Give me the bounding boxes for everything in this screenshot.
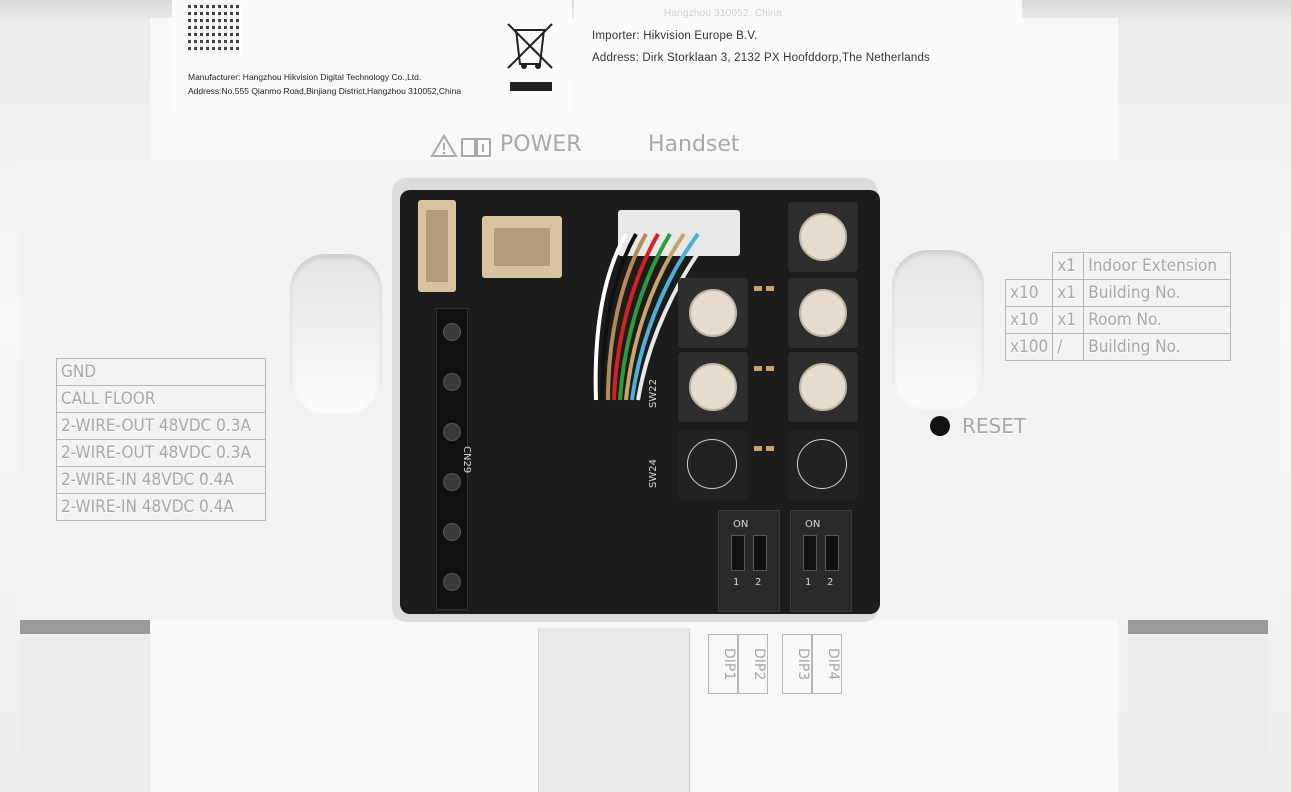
power-connector (418, 200, 456, 292)
address-row: x10 x1 Room No. (1004, 306, 1232, 334)
rotary-switch[interactable] (678, 430, 748, 500)
housing-bottom-right (1128, 630, 1268, 792)
reset-button[interactable] (930, 416, 950, 436)
sw24-silk: SW24 (648, 459, 659, 488)
terminal-label: 2-WIRE-IN 48VDC 0.4A (56, 466, 266, 494)
wire-bundle (593, 232, 714, 401)
dip-label: DIP3 (782, 634, 812, 694)
address-row: x10 x1 Building No. (1004, 279, 1232, 307)
terminal-label: 2-WIRE-OUT 48VDC 0.3A (56, 439, 266, 467)
rotary-switch[interactable] (788, 202, 858, 272)
handset-connector (482, 216, 562, 278)
address-name: Room No. (1083, 306, 1232, 334)
manufacturer-address-text: Address:No.555 Qianmo Road,Binjiang Dist… (188, 86, 462, 96)
address-mult2: x1 (1052, 252, 1085, 280)
manufacturer-text: Manufacturer: Hangzhou Hikvision Digital… (188, 72, 422, 82)
smd-component (754, 286, 762, 291)
address-mult1: x10 (1004, 306, 1054, 334)
terminal-label: GND (56, 358, 266, 386)
manual-book-icon (460, 136, 492, 158)
dip-label: DIP1 (708, 634, 738, 694)
rotary-switch[interactable] (678, 352, 748, 422)
dip-on-silk: ON (805, 519, 821, 530)
smd-component (754, 446, 762, 451)
weee-bar (510, 82, 552, 91)
cn29-terminal-block (436, 308, 468, 610)
rotary-switch[interactable] (788, 352, 858, 422)
sw22-silk: SW22 (648, 379, 659, 408)
dip-num-silk: 2 (827, 577, 834, 588)
rotary-switch[interactable] (788, 278, 858, 348)
terminal-label: 2-WIRE-OUT 48VDC 0.3A (56, 412, 266, 440)
smd-component (754, 366, 762, 371)
address-mult2: / (1052, 333, 1085, 361)
reset-label: RESET (962, 414, 1027, 438)
dip-num-silk: 2 (755, 577, 762, 588)
address-table: x1 Indoor Extension x10 x1 Building No. … (1004, 252, 1232, 361)
smd-component (766, 366, 774, 371)
manufacturer-sticker: Manufacturer: Hangzhou Hikvision Digital… (172, 0, 572, 118)
dip-toggle[interactable] (753, 535, 767, 571)
weee-bin-icon (502, 22, 558, 72)
dip-toggle[interactable] (731, 535, 745, 571)
mount-slot-left (290, 254, 382, 414)
address-name: Building No. (1083, 333, 1232, 361)
pcb-board: CN29 SW22 SW24 ON 1 2 ON 1 2 (400, 190, 880, 614)
dip-switch-left[interactable]: ON 1 2 (718, 510, 780, 612)
terminal-label: 2-WIRE-IN 48VDC 0.4A (56, 493, 266, 521)
smd-component (766, 446, 774, 451)
handset-label: Handset (648, 132, 740, 157)
address-name: Building No. (1083, 279, 1232, 307)
address-mult1: x100 (1004, 333, 1054, 361)
dip-toggle[interactable] (803, 535, 817, 571)
dip-label: DIP4 (812, 634, 842, 694)
importer-text: Importer: Hikvision Europe B.V. (592, 30, 758, 42)
power-label: POWER (500, 132, 582, 157)
smd-component (766, 286, 774, 291)
address-name: Indoor Extension (1083, 252, 1232, 280)
dip-toggle[interactable] (825, 535, 839, 571)
sticker-cut-text: Hangzhou 310052, China (664, 8, 782, 19)
address-row: x100 / Building No. (1004, 333, 1232, 361)
address-mult2: x1 (1052, 306, 1085, 334)
gap-left (20, 620, 150, 634)
gap-right (1128, 620, 1268, 634)
qr-code-overlay (188, 4, 242, 54)
importer-sticker: Hangzhou 310052, China Importer: Hikvisi… (574, 0, 1022, 78)
bottom-notch (538, 628, 690, 792)
dip-num-silk: 1 (805, 577, 812, 588)
terminal-label-table: GND CALL FLOOR 2-WIRE-OUT 48VDC 0.3A 2-W… (56, 358, 266, 521)
housing-bottom-left (20, 630, 150, 792)
address-mult1: x10 (1004, 279, 1054, 307)
address-row: x1 Indoor Extension (1005, 252, 1232, 280)
dip-on-silk: ON (733, 519, 749, 530)
address-mult2: x1 (1052, 279, 1085, 307)
cn29-silk: CN29 (461, 446, 472, 474)
dip-label: DIP2 (738, 634, 768, 694)
importer-address-text: Address: Dirk Storklaan 3, 2132 PX Hoofd… (592, 52, 931, 64)
terminal-label: CALL FLOOR (56, 385, 266, 413)
warning-icon (430, 134, 460, 160)
rotary-switch[interactable] (788, 430, 858, 500)
mount-slot-right (892, 250, 984, 410)
address-mult1 (1005, 252, 1054, 280)
rotary-switch[interactable] (678, 278, 748, 348)
dip-num-silk: 1 (733, 577, 740, 588)
dip-switch-right[interactable]: ON 1 2 (790, 510, 852, 612)
